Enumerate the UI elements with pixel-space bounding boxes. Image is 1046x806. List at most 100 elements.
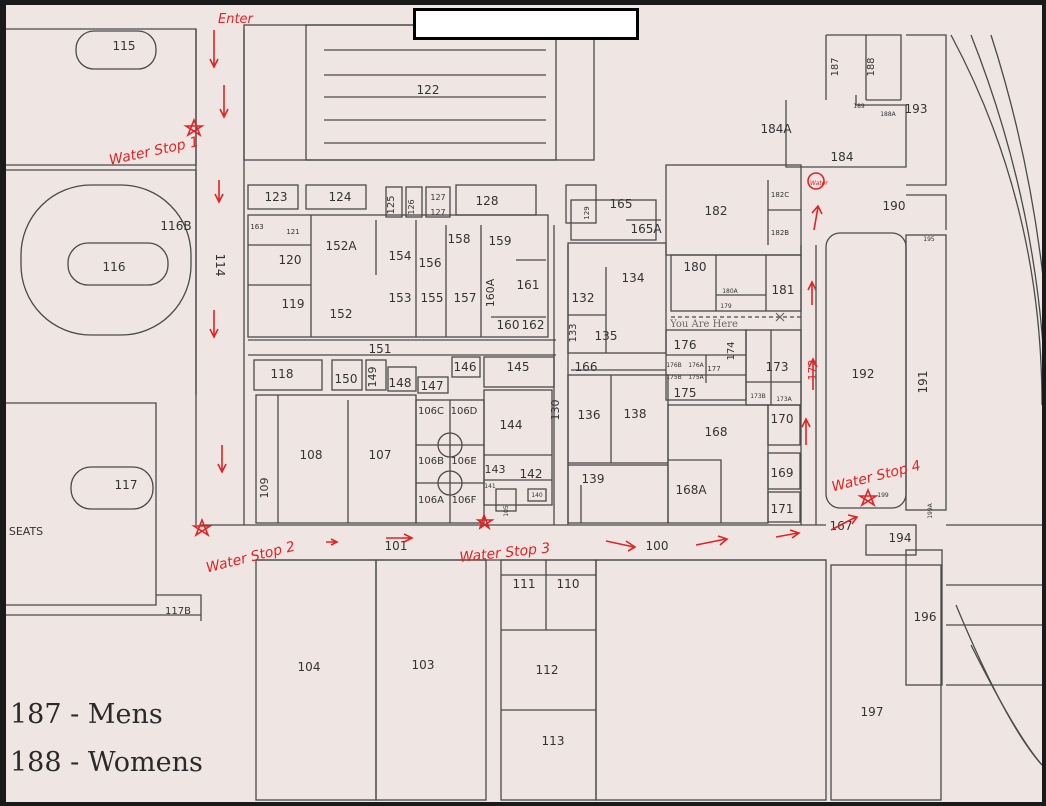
room-label: 116B	[160, 219, 191, 233]
room-label: 118	[271, 367, 294, 381]
room-label: 119	[282, 297, 305, 311]
room-label: SEATS	[9, 525, 43, 538]
room-label: 166	[575, 360, 598, 374]
room-label: 128	[476, 194, 499, 208]
room-label: 160	[497, 318, 520, 332]
room-label: 121	[286, 228, 299, 236]
room-label: 100	[646, 539, 669, 553]
room-label: 195	[923, 236, 935, 243]
room-label: 106F	[452, 495, 477, 506]
room-label: 188A	[880, 111, 896, 118]
room-label: 106A	[418, 495, 444, 506]
room-label: 134	[622, 271, 645, 285]
room-label: 144	[500, 418, 523, 432]
room-label: 154	[389, 249, 412, 263]
room-label: 115	[113, 39, 136, 53]
room-label: 124	[329, 190, 352, 204]
room-label: 123	[265, 190, 288, 204]
room-label: 184A	[760, 122, 792, 136]
room-label: 173B	[750, 393, 766, 400]
circle-icon	[807, 172, 825, 190]
room-label: 140	[531, 492, 543, 499]
water-stop-4-annotation: Water Stop 4	[830, 458, 922, 496]
room-label: 176B	[666, 362, 682, 369]
room-label: 104	[298, 660, 321, 674]
room-label: 101	[385, 539, 408, 553]
room-label: 117B	[165, 606, 191, 617]
room-label: 199A	[927, 502, 934, 518]
room-label: 184	[831, 150, 854, 164]
room-label: 105	[503, 505, 510, 517]
room-label: 175B	[666, 374, 682, 381]
room-label: 106C	[418, 406, 444, 417]
room-label: 180	[684, 260, 707, 274]
room-label: 177	[707, 365, 720, 373]
room-label: 176	[674, 338, 697, 352]
room-label: 108	[300, 448, 323, 462]
room-label: 158	[448, 232, 471, 246]
room-label: 112	[536, 663, 559, 677]
circle-annotation: Water	[810, 180, 828, 187]
room-label: 180A	[722, 288, 738, 295]
room-label: 126	[407, 199, 416, 214]
room-label: 162	[522, 318, 545, 332]
redaction-box	[413, 8, 639, 40]
room-label: 149	[366, 367, 379, 388]
room-label: 179	[720, 303, 732, 310]
room-label: 168	[705, 425, 728, 439]
room-label: 194	[889, 531, 912, 545]
room-label: 125	[386, 195, 397, 214]
water-stop-markers	[183, 117, 879, 538]
room-label: 138	[624, 407, 647, 421]
room-label: 129	[583, 206, 591, 219]
room-label: 143	[485, 463, 506, 476]
room-label: 132	[572, 291, 595, 305]
room-label: 130	[549, 400, 562, 421]
room-label: 142	[520, 467, 543, 481]
water-stop-2-annotation: Water Stop 2	[204, 539, 296, 577]
room-label: 182	[705, 204, 728, 218]
room-label: 190	[883, 199, 906, 213]
legend-womens: 188 - Womens	[10, 747, 203, 778]
legend-mens: 187 - Mens	[10, 699, 163, 730]
room-label: 127	[430, 208, 445, 217]
room-label: 173A	[776, 396, 792, 403]
room-label: 117	[115, 478, 138, 492]
room-label: 182C	[771, 191, 789, 199]
floor-plan-sheet: 115 116 116B 117 117B 114 122 123 124 12…	[6, 5, 1042, 802]
star-icon	[191, 517, 213, 538]
room-label: 191	[916, 371, 930, 394]
room-label: 136	[578, 408, 601, 422]
room-label: 151	[369, 342, 392, 356]
room-label: 159	[489, 234, 512, 248]
room-label: 150	[335, 372, 358, 386]
enter-annotation: Enter	[218, 12, 255, 27]
room-label: 152A	[325, 239, 357, 253]
room-label: 133	[568, 323, 579, 342]
room-label: 148	[389, 376, 412, 390]
room-label: 182B	[771, 229, 789, 237]
star-icon	[183, 117, 205, 138]
room-label: 146	[454, 360, 477, 374]
room-label: 113	[542, 734, 565, 748]
room-label: 160A	[484, 278, 497, 307]
room-label: 106E	[451, 456, 476, 467]
room-label: 197	[861, 705, 884, 719]
room-label: 114	[213, 254, 227, 277]
room-label: 192	[852, 367, 875, 381]
room-label: 147	[421, 379, 444, 393]
room-label: 176A	[688, 362, 704, 369]
star-icon	[857, 487, 879, 508]
room-label: 155	[421, 291, 444, 305]
room-label: 135	[595, 329, 618, 343]
room-label: 157	[454, 291, 477, 305]
room-label: 109	[258, 478, 271, 499]
room-label: 153	[389, 291, 412, 305]
room-label: 127	[430, 193, 445, 202]
star-icon	[475, 512, 495, 531]
room-label: 189	[853, 103, 865, 110]
room-label: 161	[517, 278, 540, 292]
room-label: 106B	[418, 456, 444, 467]
room-label: 193	[905, 102, 928, 116]
room-label: 173	[766, 360, 789, 374]
